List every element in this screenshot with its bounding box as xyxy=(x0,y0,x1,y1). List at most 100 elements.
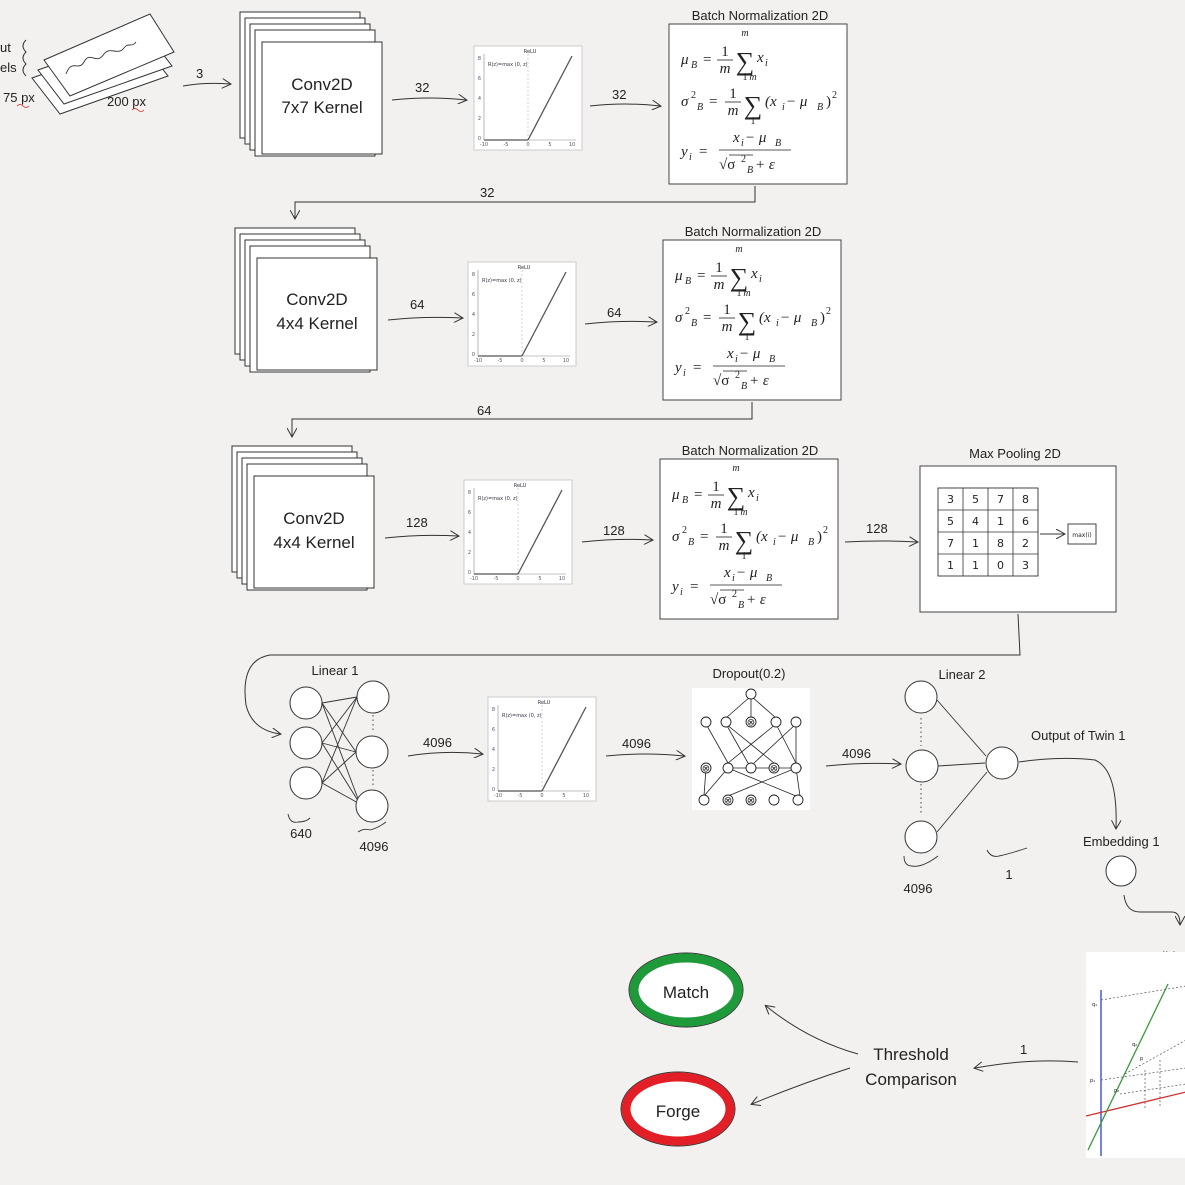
relu2-legend: R(z)=max (0, z) xyxy=(482,278,522,284)
bn-equals: = xyxy=(694,487,702,503)
bn-num-minus-mu: − μ xyxy=(745,130,767,146)
maxpool-cell: 1 xyxy=(972,559,979,572)
bn-den-sqrt: √σ xyxy=(719,157,735,173)
bn-equals-3: = xyxy=(699,144,707,160)
euclidean-plot: q₁ p₁ p q₂ p₂ xyxy=(1085,952,1185,1158)
euclidean-q-label: q₂ xyxy=(1132,1042,1137,1048)
bn-sum-bot-2: 1 xyxy=(745,332,750,343)
relu-ytick: 6 xyxy=(492,727,495,733)
edge-conv2-relu2 xyxy=(387,317,462,320)
edge-relu3-bn3-label: 128 xyxy=(603,523,625,538)
bn-num-mu-sub: B xyxy=(766,573,772,584)
relu-ytick: 2 xyxy=(472,332,475,338)
linear1-out-count: 4096 xyxy=(360,839,389,854)
relu-ytick: 2 xyxy=(478,116,481,122)
bn-sum-top: m xyxy=(735,244,742,255)
linear2-in-count: 4096 xyxy=(904,881,933,896)
edge-relu2-bn2 xyxy=(584,321,656,324)
bn-den-sq: 2 xyxy=(741,154,746,165)
bn-equals-3: = xyxy=(690,579,698,595)
bn-den-sub: B xyxy=(747,165,753,176)
conv3-kernel: 4x4 Kernel xyxy=(273,533,354,552)
bn-paren-sub: i xyxy=(773,537,776,548)
maxpool-cell: 1 xyxy=(972,537,979,550)
dropout-marks: ⊗⊗⊗⊗⊗ xyxy=(702,718,778,807)
linear1-title: Linear 1 xyxy=(312,663,359,678)
edge-euclidean-threshold-label: 1 xyxy=(1020,1042,1027,1057)
bn-num-x-sub: i xyxy=(735,354,738,365)
bn-sigma: σ xyxy=(672,529,680,545)
bn-den-sub: B xyxy=(738,600,744,611)
bn-y-sub: i xyxy=(689,152,692,163)
conv1-kernel: 7x7 Kernel xyxy=(281,98,362,117)
bn-num-x-sub: i xyxy=(732,573,735,584)
edge-bn2-conv3-label: 64 xyxy=(477,403,491,418)
bn-sum-bot-2: 1 xyxy=(742,551,747,562)
edge-bn3-maxpool xyxy=(844,541,917,542)
relu-ytick: 6 xyxy=(478,76,481,82)
maxpool-cell: 3 xyxy=(1022,559,1029,572)
relu-ytick: 6 xyxy=(468,510,471,516)
embedding-node xyxy=(1105,855,1137,887)
bn-equals-2: = xyxy=(700,529,708,545)
bn-equals: = xyxy=(703,52,711,68)
conv2-title: Conv2D xyxy=(286,290,347,309)
dropout-dropped-node-icon: ⊗ xyxy=(747,718,755,729)
bn-sum-symbol: ∑ xyxy=(730,263,749,292)
relu-ytick: 0 xyxy=(468,570,471,576)
relu-xtick: 5 xyxy=(548,142,551,148)
bn-paren-sub: i xyxy=(782,102,785,113)
edge-linear2-embedding xyxy=(1018,757,1116,828)
bn-mu-symbol: μ xyxy=(674,268,683,284)
bn-num-x: x xyxy=(732,130,740,146)
euclidean-axis-q: q₁ xyxy=(1092,1002,1097,1008)
bn-xi: x xyxy=(750,266,758,282)
maxpool-cell: 0 xyxy=(997,559,1004,572)
edge-threshold-forge xyxy=(752,1067,851,1104)
bn-y: y xyxy=(673,360,682,376)
bn-frac-num: 1 xyxy=(715,260,723,276)
conv3-title: Conv2D xyxy=(283,509,344,528)
bn-y: y xyxy=(679,144,688,160)
edge-relu4-dropout-label: 4096 xyxy=(622,736,651,751)
bn-num-mu-sub: B xyxy=(769,354,775,365)
linear2-network xyxy=(903,680,1028,867)
edge-input-conv1 xyxy=(182,83,230,86)
conv2-kernel: 4x4 Kernel xyxy=(276,314,357,333)
input-width-label: 200 px xyxy=(107,94,147,109)
euclidean-axis-p: p₁ xyxy=(1090,1078,1095,1084)
relu-xtick: -10 xyxy=(494,793,502,799)
match-result: Match xyxy=(628,952,744,1028)
bn-sum-top-2: m xyxy=(749,72,756,83)
relu-xtick: 0 xyxy=(540,793,543,799)
bn-xi: x xyxy=(747,485,755,501)
bn-close-paren: ) xyxy=(817,529,822,545)
bn-y-sub: i xyxy=(683,368,686,379)
bn3-title: Batch Normalization 2D xyxy=(682,443,819,458)
bn-num-minus-mu: − μ xyxy=(739,346,761,362)
input-label-fragment: ut xyxy=(0,40,11,55)
edge-bn1-conv2 xyxy=(295,186,756,218)
relu-ytick: 8 xyxy=(472,272,475,278)
bn-frac-den-2: m xyxy=(719,538,730,554)
edge-conv1-relu1-label: 32 xyxy=(415,80,429,95)
edge-conv1-relu1 xyxy=(391,98,466,100)
relu-xtick: -10 xyxy=(474,358,482,364)
bn-xi-sub: i xyxy=(759,274,762,285)
bn-mu-symbol: μ xyxy=(680,52,689,68)
maxpool-cell: 3 xyxy=(947,493,954,506)
linear2-out-count: 1 xyxy=(1005,867,1012,882)
euclidean-p2-label: p₂ xyxy=(1114,1088,1119,1094)
bn-minus-mu-sub: B xyxy=(817,102,823,113)
bn-sigma-sub: B xyxy=(697,102,703,113)
input-signature-stack xyxy=(22,13,175,115)
bn-paren-term: (x xyxy=(765,94,777,110)
relu-xtick: -5 xyxy=(518,793,523,799)
threshold-line2: Comparison xyxy=(865,1070,957,1089)
bn-y-sub: i xyxy=(680,587,683,598)
